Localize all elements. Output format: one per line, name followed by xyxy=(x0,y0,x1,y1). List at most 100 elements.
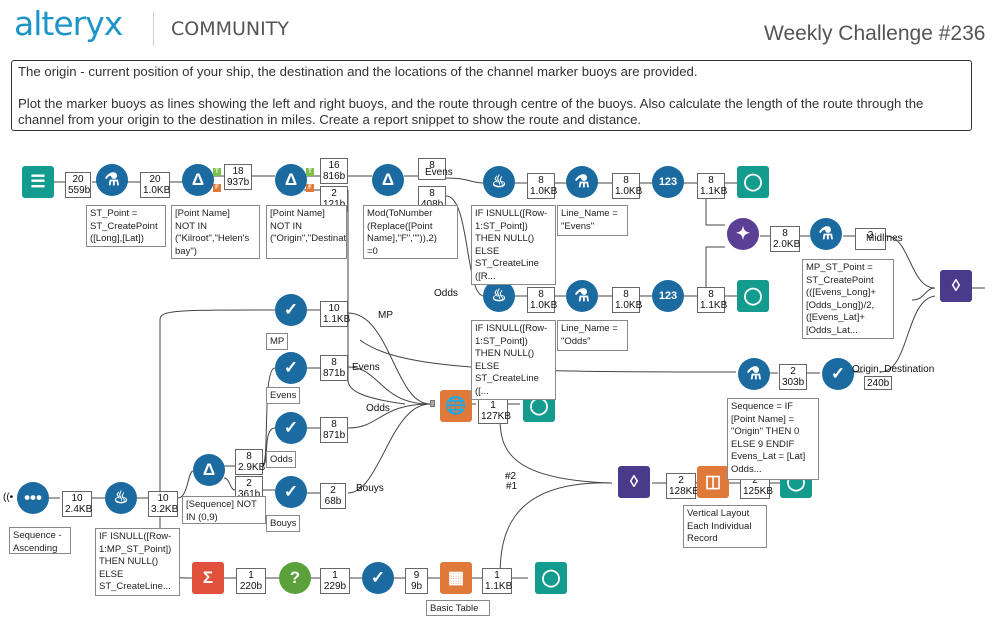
mp-label: MP xyxy=(378,310,393,321)
evens-label: Evens xyxy=(425,167,453,178)
test-tool[interactable]: ? xyxy=(279,562,311,594)
layout-report-tool[interactable]: ◫ xyxy=(697,466,729,498)
browse-tool[interactable]: ◯ xyxy=(737,166,769,198)
wire xyxy=(445,195,485,297)
map-render-tool[interactable]: 🌐 xyxy=(440,390,472,422)
midlines-label: Midlines xyxy=(866,233,903,244)
filter-tool[interactable]: Δ xyxy=(182,164,214,196)
wire xyxy=(347,403,431,494)
annotation-line-name-odds: Line_Name = "Odds" xyxy=(557,320,628,351)
summarize-tool[interactable]: Σ xyxy=(192,562,224,594)
annotation-sequence-filter: [Sequence] NOT IN (0,9) xyxy=(182,496,266,524)
wire xyxy=(347,312,431,405)
filter-tool[interactable]: Δ xyxy=(275,164,307,196)
wire xyxy=(177,470,194,499)
filter-false-anchor: F xyxy=(213,184,221,192)
formula-tool[interactable]: ⚗ xyxy=(566,280,598,312)
input-data-tool[interactable]: ☰ xyxy=(22,166,54,198)
table-tool[interactable]: ▦ xyxy=(440,562,472,594)
annotation-filter-origin: [Point Name] NOT IN ("Origin","Destinati… xyxy=(266,205,347,259)
annotation-filter-point-name: [Point Name] NOT IN ("Kilroot","Helen's … xyxy=(171,205,260,259)
filter-tool[interactable]: Δ xyxy=(372,164,404,196)
select-tool[interactable]: ✓ xyxy=(275,476,307,508)
annotation-vertical-layout: Vertical Layout Each Individual Record xyxy=(683,505,767,548)
odds-label: Odds xyxy=(434,288,458,299)
description-line-1: The origin - current position of your sh… xyxy=(18,64,698,79)
wire xyxy=(159,309,276,498)
wire xyxy=(499,482,613,579)
record-id-tool[interactable]: 123 xyxy=(652,280,684,312)
origin-destination-label: Origin, Destination xyxy=(852,364,935,375)
poly-build-tool[interactable]: ◊ xyxy=(940,270,972,302)
record-id-tool[interactable]: 123 xyxy=(652,166,684,198)
select-tool[interactable]: ✓ xyxy=(275,294,307,326)
wire xyxy=(705,246,725,296)
wire xyxy=(347,403,431,429)
input-anchor-icon: ((• xyxy=(3,492,14,503)
wire xyxy=(261,427,276,467)
formula-tool[interactable]: ⚗ xyxy=(738,358,770,390)
annotation-odds: Odds xyxy=(266,451,296,468)
select-tool[interactable]: ✓ xyxy=(275,412,307,444)
filter-true-anchor: T xyxy=(213,168,221,176)
select-tool[interactable]: ✓ xyxy=(822,358,854,390)
annotation-bouys: Bouys xyxy=(266,515,300,532)
challenge-title: Weekly Challenge #236 xyxy=(764,22,986,45)
select-tool[interactable]: ✓ xyxy=(362,562,394,594)
wire xyxy=(885,235,936,289)
stat-box: 8 xyxy=(418,158,446,180)
multi-row-formula-tool[interactable]: ♨ xyxy=(483,166,515,198)
select-tool[interactable]: ✓ xyxy=(275,352,307,384)
annotation-multirow-evens: IF ISNULL([Row- 1:ST_Point]) THEN NULL()… xyxy=(471,205,556,285)
stat-box: 240b xyxy=(864,376,892,390)
multi-row-formula-tool[interactable]: ♨ xyxy=(483,280,515,312)
wire xyxy=(499,417,613,484)
multi-row-formula-tool[interactable]: ♨ xyxy=(105,482,137,514)
wire xyxy=(445,177,485,184)
layout-tool[interactable]: ◊ xyxy=(618,466,650,498)
wire xyxy=(879,295,936,373)
browse-tool[interactable]: ◯ xyxy=(535,562,567,594)
description-line-2: Plot the marker buoys as lines showing t… xyxy=(18,96,924,127)
odds-label: Odds xyxy=(366,403,390,414)
input-anchor xyxy=(430,400,435,407)
browse-tool[interactable]: ◯ xyxy=(737,280,769,312)
wire xyxy=(347,190,406,405)
formula-tool[interactable]: ⚗ xyxy=(96,164,128,196)
bouys-label: Bouys xyxy=(356,483,384,494)
wire xyxy=(223,477,236,491)
join-tool[interactable]: ✦ xyxy=(727,218,759,250)
annotation-line-name-evens: Line_Name = "Evens" xyxy=(557,205,628,236)
formula-tool[interactable]: ⚗ xyxy=(810,218,842,250)
generate-rows-tool[interactable]: ••• xyxy=(17,482,49,514)
annotation-mp-point: MP_ST_Point = ST_CreatePoint (([Evens_Lo… xyxy=(802,259,894,339)
annotation-mp: MP xyxy=(266,333,288,350)
stat-box: 2 xyxy=(855,228,886,250)
annotation-polyline: IF ISNULL([Row- 1:MP_ST_Point]) THEN NUL… xyxy=(95,528,180,596)
filter-tool[interactable]: Δ xyxy=(193,454,225,486)
annotation-mod: Mod(ToNumber (Replace([Point Name],"F","… xyxy=(363,205,458,259)
formula-tool[interactable]: ⚗ xyxy=(566,166,598,198)
annotation-basic-table: Basic Table xyxy=(426,600,490,616)
community-label: COMMUNITY xyxy=(171,18,289,40)
